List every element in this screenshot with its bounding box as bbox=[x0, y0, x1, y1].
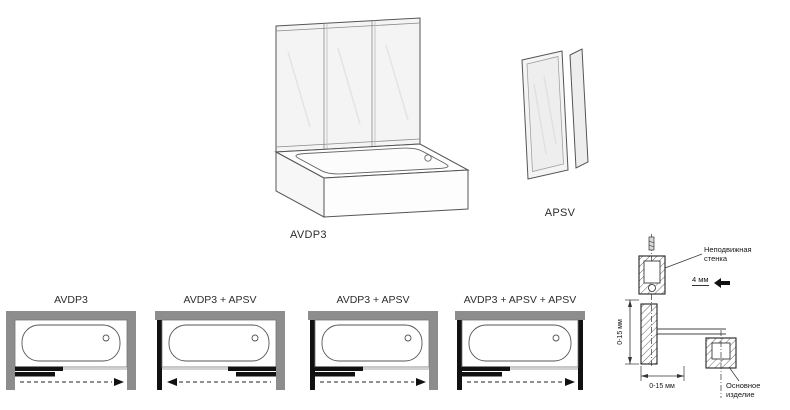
sliding-panels bbox=[315, 366, 429, 377]
sliding-panels bbox=[162, 366, 276, 377]
apsv-figure: APSV bbox=[518, 44, 602, 219]
config-avdp3: AVDP3 bbox=[6, 294, 136, 398]
drain-icon bbox=[404, 334, 412, 342]
config-4-label: AVDP3 + APSV + APSV bbox=[463, 294, 577, 306]
fixed-wall-profile-section bbox=[638, 234, 666, 295]
sliding-panels bbox=[15, 366, 127, 377]
bottom-gap-text: 0-15 мм bbox=[649, 383, 675, 390]
installation-detail-figure: 0-15 мм 0-15 мм Неп bbox=[608, 234, 788, 410]
drain-icon bbox=[552, 334, 560, 342]
main-product-leader-line bbox=[728, 366, 740, 382]
config-3-plan bbox=[308, 311, 438, 390]
config-1-plan bbox=[6, 311, 136, 390]
wall bbox=[155, 311, 285, 390]
apsv-fixed-panel bbox=[310, 320, 315, 390]
gap-arrow-icon bbox=[714, 278, 730, 288]
apsv-fixed-panel-right bbox=[578, 320, 583, 390]
config-2-label: AVDP3 + APSV bbox=[183, 294, 257, 306]
wall bbox=[455, 311, 585, 320]
config-2-plan bbox=[155, 311, 285, 390]
sliding-panels bbox=[462, 366, 578, 377]
slide-direction-arrow-icon bbox=[167, 378, 271, 386]
config-avdp3-apsv-right: AVDP3 + APSV bbox=[308, 294, 438, 398]
side-gap-dimension: 0-15 мм bbox=[617, 299, 639, 365]
drain-icon bbox=[424, 154, 432, 162]
config-4-plan bbox=[455, 311, 585, 390]
fixed-panel bbox=[521, 48, 589, 180]
sliding-screen bbox=[275, 17, 421, 153]
bath-plan bbox=[461, 319, 579, 368]
apsv-fixed-panel bbox=[157, 320, 162, 390]
bath-plan bbox=[314, 319, 430, 368]
fixed-wall-label: Неподвижная стенка bbox=[704, 245, 752, 264]
bath-plan bbox=[14, 319, 128, 368]
wall bbox=[308, 311, 438, 390]
slide-direction-arrow-icon bbox=[467, 378, 575, 386]
glass-gap-label: 4 мм bbox=[692, 275, 709, 287]
avdp3-isometric-figure: AVDP3 bbox=[268, 12, 473, 241]
avdp3-label: AVDP3 bbox=[290, 229, 327, 241]
bath-plan bbox=[161, 319, 277, 368]
screw-icon bbox=[648, 236, 655, 251]
bottom-gap-dimension: 0-15 мм bbox=[640, 366, 685, 390]
apsv-drawing bbox=[521, 48, 589, 180]
config-avdp3-apsv-left: AVDP3 + APSV bbox=[155, 294, 285, 398]
config-avdp3-apsv-apsv: AVDP3 + APSV + APSV bbox=[455, 294, 585, 398]
wall bbox=[6, 311, 136, 390]
installation-detail-drawing: 0-15 мм 0-15 мм bbox=[617, 234, 740, 398]
slide-direction-arrow-icon bbox=[320, 378, 426, 386]
drain-icon bbox=[102, 334, 110, 342]
main-product-label: Основное изделие bbox=[726, 381, 761, 400]
apsv-label: APSV bbox=[544, 207, 576, 219]
fixed-wall-leader-line bbox=[664, 253, 703, 269]
apsv-fixed-panel-left bbox=[457, 320, 462, 390]
config-1-label: AVDP3 bbox=[54, 294, 88, 306]
config-3-label: AVDP3 + APSV bbox=[336, 294, 410, 306]
bathtub bbox=[274, 143, 470, 218]
main-product-profile-section bbox=[640, 294, 737, 398]
side-gap-text: 0-15 мм bbox=[617, 319, 624, 345]
drain-icon bbox=[251, 334, 259, 342]
slide-direction-arrow-icon bbox=[20, 378, 124, 386]
avdp3-drawing bbox=[274, 17, 470, 218]
